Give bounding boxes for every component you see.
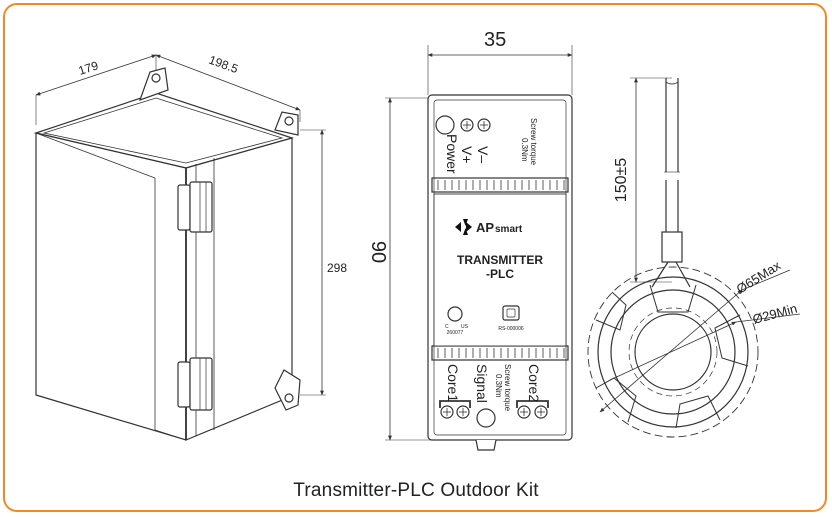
cert-c-label: C — [445, 324, 449, 330]
transmitter-width-label: 35 — [484, 29, 506, 51]
product-name-line1: TRANSMITTER — [457, 253, 543, 267]
core2-label: Core2 — [526, 364, 542, 402]
apsmart-logo-icon — [455, 219, 472, 235]
power-label: Power — [444, 134, 460, 174]
screw-torque-bottom-value: 0.3Nm — [494, 374, 503, 398]
cert-number-label: 260077 — [447, 330, 464, 336]
cable-length-label: 150±5 — [613, 158, 630, 202]
inner-diameter-label: Ø29Min — [751, 301, 799, 327]
brand-logo-suffix: smart — [495, 224, 523, 235]
screw-torque-bottom-label: Screw torque — [503, 364, 512, 412]
diagram-caption: Transmitter-PLC Outdoor Kit — [293, 480, 539, 501]
cert-us-label: US — [461, 324, 469, 330]
signal-label: Signal — [474, 364, 490, 403]
enclosure-width-label: 179 — [77, 58, 101, 78]
enclosure-depth-label: 198.5 — [207, 53, 240, 77]
rs-code-label: RS-000006 — [498, 326, 524, 332]
diagram-frame — [3, 3, 827, 512]
screw-torque-top-label: Screw torque — [529, 118, 538, 166]
outer-diameter-label: Ø65Max — [734, 258, 784, 297]
brand-logo-letters: AP — [476, 220, 494, 235]
product-name-line2: -PLC — [486, 267, 514, 281]
ct-ring-drawing — [587, 77, 801, 438]
transmitter-height-label: 90 — [367, 241, 389, 263]
core1-label: Core1 — [445, 364, 461, 402]
enclosure-drawing — [33, 54, 326, 441]
screw-torque-top-value: 0.3Nm — [520, 138, 529, 162]
power-v-plus-label: V+ — [459, 146, 475, 164]
transmitter-drawing — [385, 45, 573, 451]
transmitter-texts: 35 90 V– V+ Power Screw torque 0.3Nm AP … — [367, 29, 543, 412]
enclosure-height-label: 298 — [327, 261, 347, 275]
power-v-minus-label: V– — [475, 146, 491, 163]
ct-ring-texts: 150±5 Ø65Max Ø29Min — [613, 158, 799, 327]
